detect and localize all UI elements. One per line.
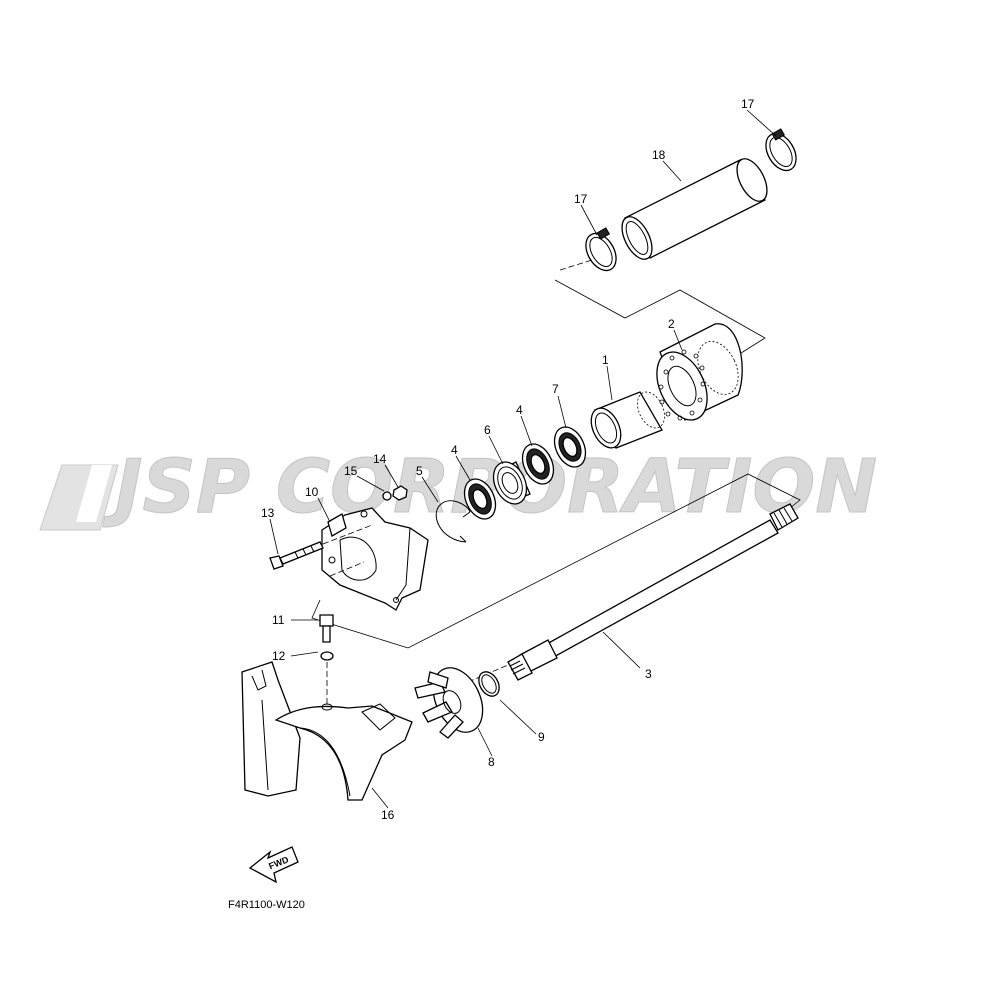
- callout-9: 9: [538, 730, 545, 744]
- assembly-outline-lower: [311, 473, 801, 649]
- circlip-part-5: [435, 500, 471, 543]
- bolt-part-11: [319, 614, 334, 643]
- callout-4-lower: 4: [451, 443, 458, 457]
- washer-part-16: [382, 491, 392, 501]
- fwd-arrow: FWD: [248, 846, 299, 884]
- cover-part-13: [241, 661, 413, 801]
- leader-lines: [269, 109, 777, 809]
- callout-4-upper: 4: [516, 403, 523, 417]
- hose-clamp-17-lower: [585, 227, 617, 272]
- callout-16: 15: [344, 464, 358, 478]
- centerline-upper: [559, 259, 593, 271]
- callout-6: 6: [484, 423, 491, 437]
- bearing-part-4-upper: [521, 443, 555, 485]
- callout-7: 7: [552, 382, 559, 396]
- oil-seal-part-7: [553, 426, 587, 468]
- hose-clamp-17-upper: [765, 128, 797, 172]
- bearing-part-4-lower: [463, 478, 497, 520]
- bearing-part-6: [492, 461, 531, 505]
- callout-17-lower: 17: [574, 192, 588, 206]
- callouts: 17 18 17 2 1 7 4 6 4 5 14 15 10 13 11 12…: [261, 97, 755, 822]
- bracket-centerline: [329, 561, 365, 577]
- assembly-outline-upper: [554, 279, 766, 361]
- diagram-code: F4R1100-W120: [228, 899, 305, 911]
- collar-part-1: [590, 391, 665, 449]
- callout-3: 3: [645, 667, 652, 681]
- callout-15: 14: [373, 452, 387, 466]
- coupling-part-8: [414, 667, 484, 739]
- nut-part-15: [392, 485, 408, 501]
- o-ring-part-9: [478, 671, 500, 697]
- callout-13: 16: [381, 808, 395, 822]
- callout-8: 8: [488, 755, 495, 769]
- callout-18: 18: [652, 148, 666, 162]
- washer-part-12: [320, 651, 334, 661]
- hose-part-18: [621, 158, 768, 260]
- callout-12: 12: [272, 649, 286, 663]
- callout-2: 2: [668, 317, 675, 331]
- callout-17-upper: 17: [741, 97, 755, 111]
- callout-10: 10: [305, 485, 319, 499]
- callout-14: 13: [261, 506, 275, 520]
- callout-11: 11: [272, 613, 285, 627]
- bolt-part-14: [269, 541, 324, 570]
- callout-5: 5: [416, 464, 423, 478]
- callout-1: 1: [602, 353, 609, 367]
- drive-shaft-part-3: [507, 503, 799, 681]
- bracket-part-10: [321, 507, 429, 611]
- watermark: JSP CORPORATION: [39, 444, 878, 531]
- damper-part-2: [656, 323, 743, 421]
